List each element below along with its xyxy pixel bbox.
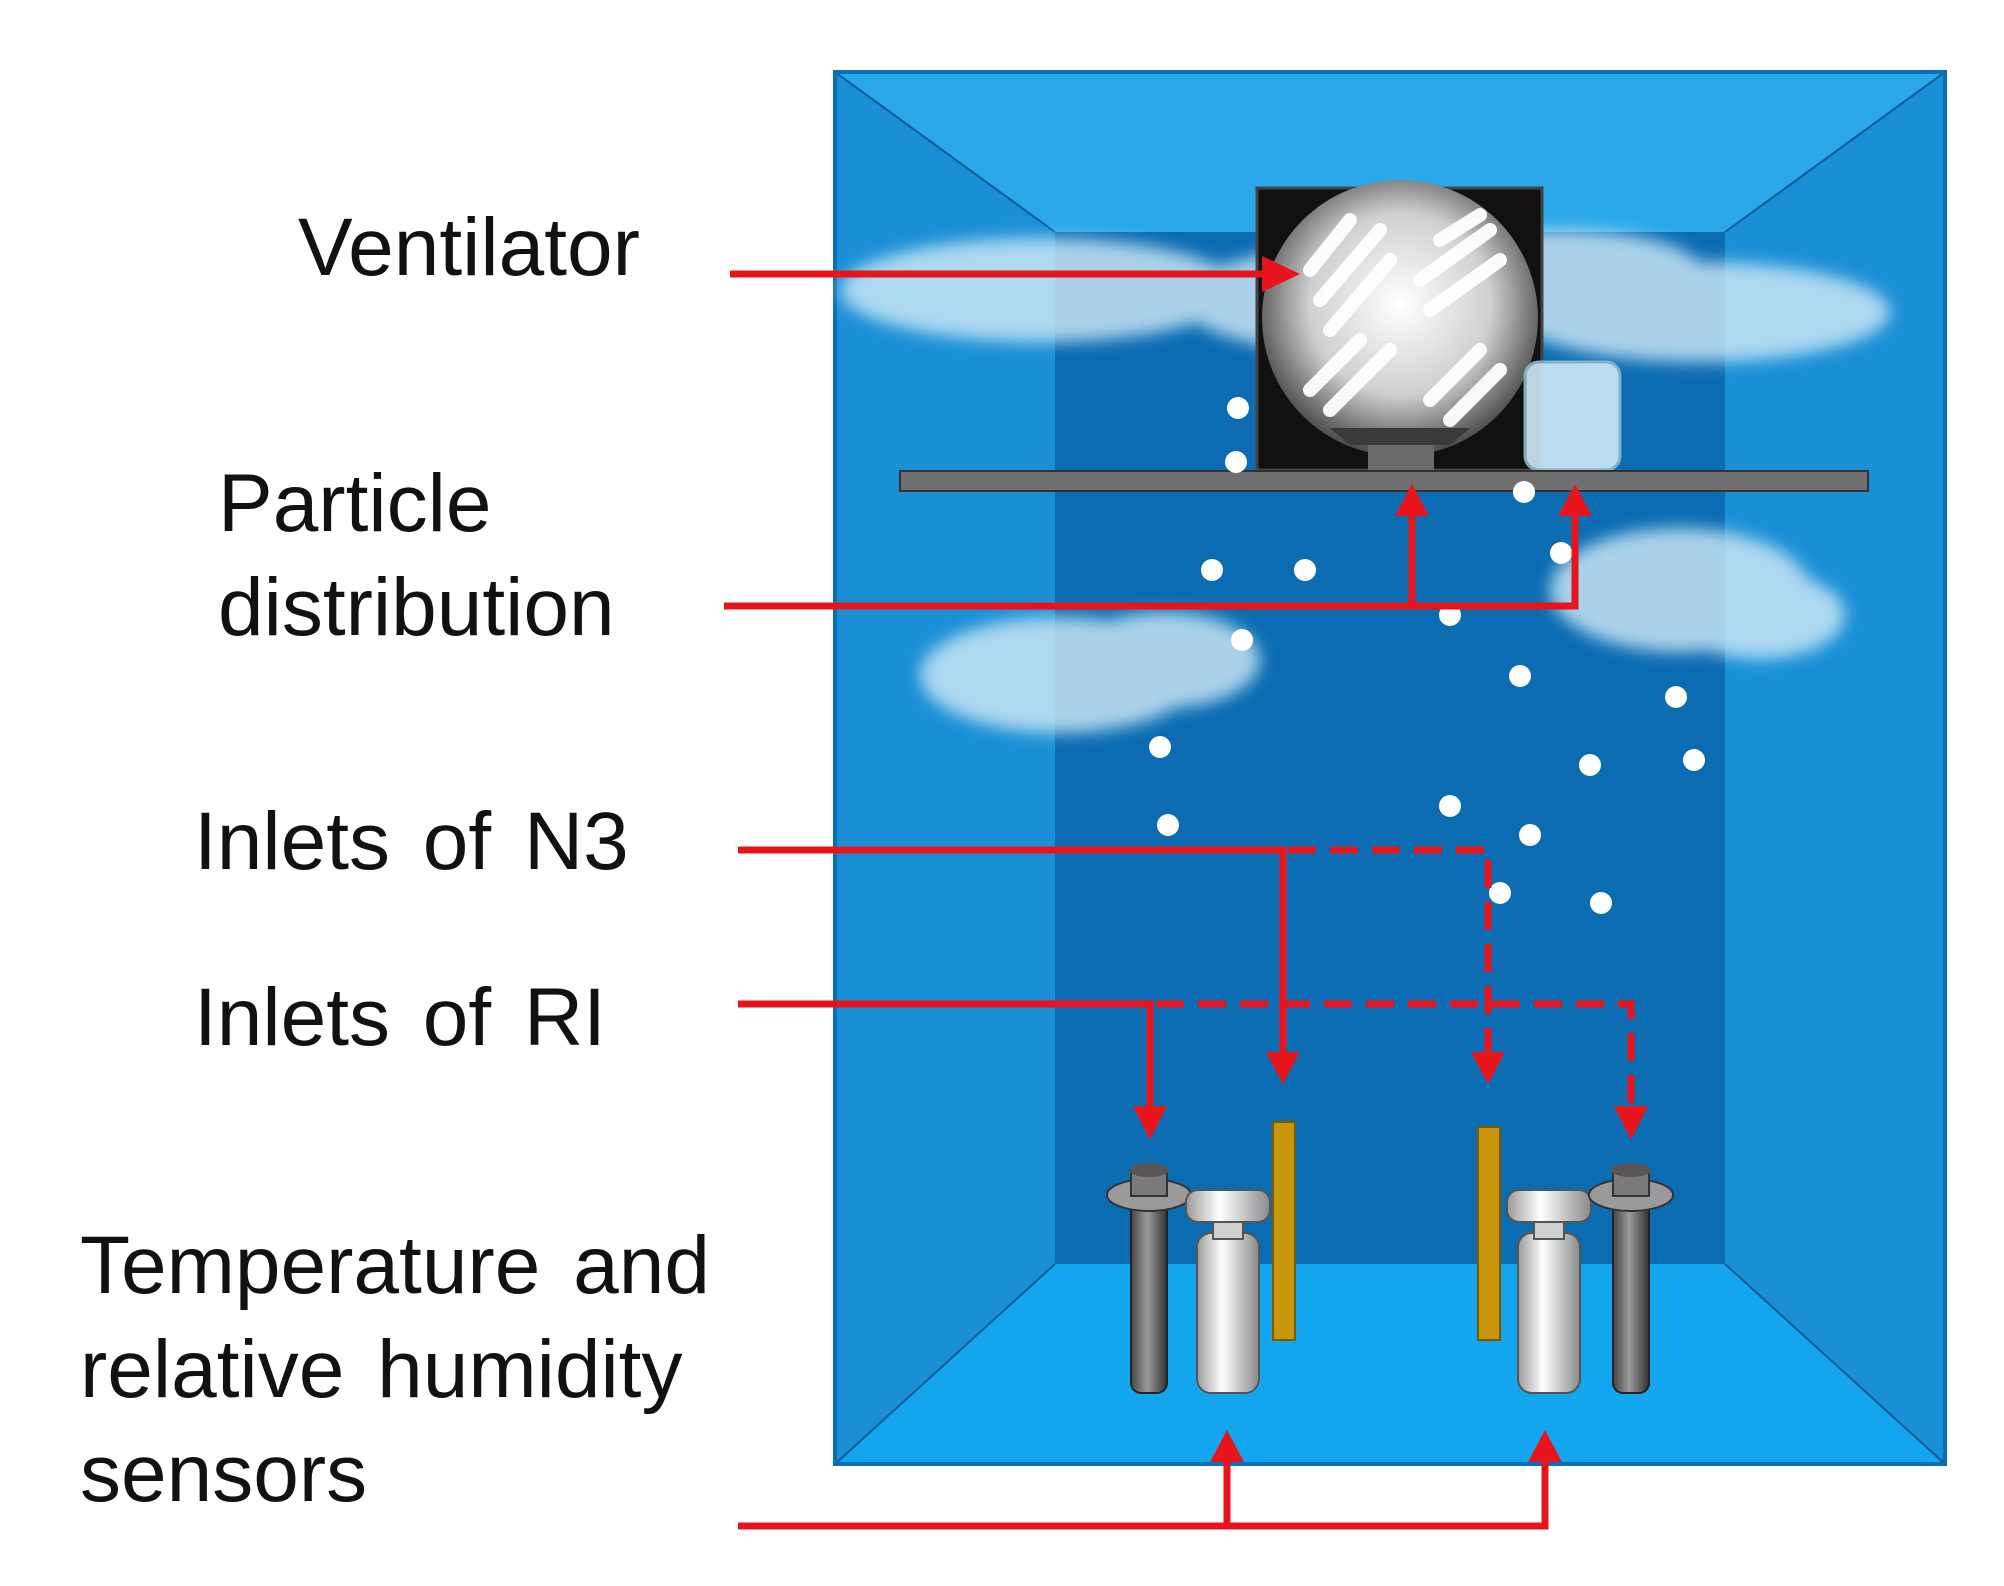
fan-blades xyxy=(1303,208,1507,427)
particle xyxy=(1294,559,1316,581)
particle-distribution-label-line1: Particle xyxy=(218,458,492,549)
arrows xyxy=(724,256,1648,1530)
ventilator-block xyxy=(1523,360,1622,472)
particle xyxy=(1149,736,1171,758)
particle xyxy=(1439,795,1461,817)
particle xyxy=(1590,892,1612,914)
particle xyxy=(1550,542,1572,564)
particle xyxy=(1231,629,1253,651)
fan-stand xyxy=(1330,428,1470,445)
particle xyxy=(1227,397,1249,419)
chamber-ceiling xyxy=(835,72,1945,232)
particle xyxy=(1157,814,1179,836)
sensor-left xyxy=(1185,1189,1271,1394)
shelf xyxy=(899,470,1869,492)
cloud-right xyxy=(1550,528,1845,659)
particle xyxy=(1489,882,1511,904)
particle xyxy=(1519,824,1541,846)
ventilator xyxy=(1255,180,1622,472)
particle xyxy=(1513,481,1535,503)
particle xyxy=(1579,754,1601,776)
chamber-right-wall xyxy=(1725,72,1945,1464)
ri-inlets-arrow xyxy=(738,1000,1648,1140)
sensors-label-line1: Temperature and xyxy=(80,1220,710,1311)
chamber-floor xyxy=(835,1264,1945,1464)
sensors-label-line3: sensors xyxy=(80,1428,368,1519)
particle xyxy=(1201,559,1223,581)
n3-inlets-arrow xyxy=(738,846,1505,1084)
chamber-left-wall xyxy=(835,72,1055,1464)
n3-inlet-tube-left xyxy=(1272,1121,1296,1341)
inlets-ri-label: Inlets of RI xyxy=(194,972,606,1063)
sensor-right xyxy=(1506,1189,1592,1394)
fan-base xyxy=(1368,445,1434,470)
cloud-left xyxy=(920,612,1260,733)
fan-disk xyxy=(1262,180,1538,456)
ri-inlet-right xyxy=(1588,1163,1674,1394)
particle xyxy=(1683,749,1705,771)
sensors-label-line2: relative humidity xyxy=(80,1324,683,1415)
ventilator-arrow xyxy=(730,256,1300,292)
n3-inlet-tube-right xyxy=(1477,1126,1501,1341)
particle-distribution-label-line2: distribution xyxy=(218,562,615,653)
inlets-n3-label: Inlets of N3 xyxy=(194,796,629,887)
particle-distribution-arrow xyxy=(724,484,1592,610)
ventilator-label: Ventilator xyxy=(298,202,640,293)
particle xyxy=(1509,665,1531,687)
particle xyxy=(1665,686,1687,708)
ri-inlet-left xyxy=(1106,1163,1192,1394)
particle xyxy=(1225,451,1247,473)
sensors-arrow xyxy=(738,1430,1562,1530)
